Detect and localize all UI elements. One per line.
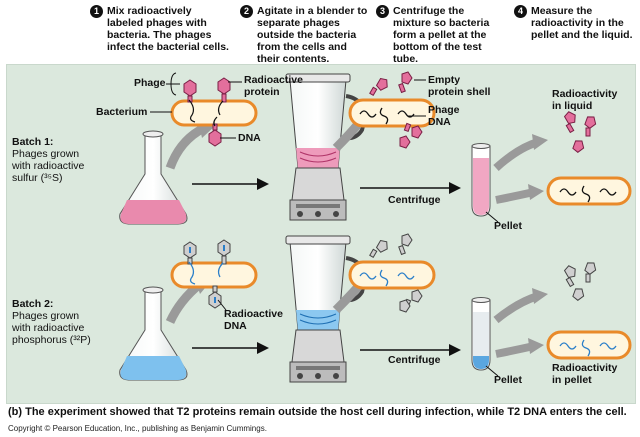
- bacterium-pellet-2: [546, 330, 632, 360]
- label-line: Radioactive: [224, 308, 283, 320]
- blender-2: [285, 235, 366, 383]
- label-empty-shell: Empty protein shell: [428, 74, 490, 98]
- label-line: protein shell: [428, 86, 491, 98]
- label-line: Radioactivity: [552, 362, 618, 374]
- label-centrifuge-1: Centrifuge: [388, 194, 441, 206]
- label-phage: Phage: [134, 77, 166, 89]
- step-1: 1 Mix radioactively labeled phages with …: [90, 5, 229, 53]
- label-line: DNA: [224, 320, 247, 332]
- curved-arrow: [165, 123, 207, 170]
- bacterium-pellet-1: [546, 176, 632, 206]
- test-tube-phosphorus: [471, 297, 491, 371]
- step-text: tube.: [393, 53, 419, 65]
- label-bacterium: Bacterium: [96, 106, 148, 118]
- step-number: 1: [90, 5, 103, 18]
- label-line: DNA: [428, 116, 451, 128]
- step-text: labeled phages with: [107, 17, 207, 29]
- label-radioactivity-liquid: Radioactivity in liquid: [552, 88, 617, 112]
- batch-line: sulfur (³⁵S): [12, 172, 63, 184]
- label-pellet-2: Pellet: [494, 374, 523, 386]
- step-text: Agitate in a blender to: [257, 5, 368, 17]
- flask-phosphorus: [119, 286, 188, 381]
- label-line: Radioactivity: [552, 88, 618, 100]
- step-number: 2: [240, 5, 253, 18]
- blender-1: [285, 73, 366, 221]
- step-text: form a pellet at the: [393, 29, 487, 41]
- test-tube-sulfur: [471, 143, 491, 217]
- label-line: protein: [244, 86, 280, 98]
- empty-shells-liquid: [563, 111, 597, 153]
- bacterium-separated-1: [348, 71, 436, 149]
- label-line: Phage: [428, 104, 460, 116]
- step-3: 3 Centrifuge the mixture so bacteria for…: [376, 5, 489, 65]
- step-text: outside the bacteria: [257, 29, 357, 41]
- step-number: 3: [376, 5, 389, 18]
- batch-line: Phages grown: [12, 310, 80, 322]
- step-text: separate phages: [257, 17, 340, 29]
- batch-2-description: Batch 2: Phages grown with radioactive p…: [12, 298, 91, 346]
- label-pellet-1: Pellet: [494, 220, 523, 232]
- label-phage-dna: Phage DNA: [428, 104, 460, 128]
- bacterium-separated-2: [348, 233, 436, 313]
- step-2: 2 Agitate in a blender to separate phage…: [240, 5, 367, 65]
- step-text: radioactivity in the: [531, 17, 624, 29]
- step-text: infect the bacterial cells.: [107, 41, 229, 53]
- batch-line: Phages grown: [12, 148, 80, 160]
- bacterium-infected-2: [170, 239, 258, 309]
- label-line: in liquid: [552, 100, 593, 112]
- step-text: mixture so bacteria: [393, 17, 490, 29]
- batch-title: Batch 1:: [12, 136, 54, 148]
- step-text: Measure the: [531, 5, 593, 17]
- label-line: in pellet: [552, 374, 592, 386]
- step-text: Mix radioactively: [107, 5, 192, 17]
- flask-sulfur: [119, 130, 188, 225]
- copyright-notice: Copyright © Pearson Education, Inc., pub…: [8, 424, 267, 433]
- figure-caption: (b) The experiment showed that T2 protei…: [8, 406, 627, 418]
- step-text: from the cells and: [257, 41, 347, 53]
- label-radioactive-protein: Radioactive protein: [244, 74, 303, 98]
- step-4: 4 Measure the radioactivity in the pelle…: [514, 5, 633, 41]
- step-text: pellet and the liquid.: [531, 29, 633, 41]
- step-text: their contents.: [257, 53, 330, 65]
- batch-line: with radioactive: [12, 160, 85, 172]
- batch-line: phosphorus (³²P): [12, 334, 91, 346]
- label-line: Empty: [428, 74, 461, 86]
- bacterium-infected-1: [170, 77, 258, 147]
- step-number: 4: [514, 5, 527, 18]
- empty-shells-liquid-2: [563, 262, 597, 301]
- step-text: bacteria. The phages: [107, 29, 212, 41]
- batch-line: with radioactive: [12, 322, 85, 334]
- step-text: bottom of the test: [393, 41, 482, 53]
- label-centrifuge-2: Centrifuge: [388, 354, 441, 366]
- batch-1-description: Batch 1: Phages grown with radioactive s…: [12, 136, 84, 184]
- step-text: Centrifuge the: [393, 5, 465, 17]
- label-dna: DNA: [238, 132, 261, 144]
- label-radioactivity-pellet: Radioactivity in pellet: [552, 362, 617, 386]
- batch-title: Batch 2:: [12, 298, 54, 310]
- label-radioactive-dna: Radioactive DNA: [224, 308, 283, 332]
- label-line: Radioactive: [244, 74, 303, 86]
